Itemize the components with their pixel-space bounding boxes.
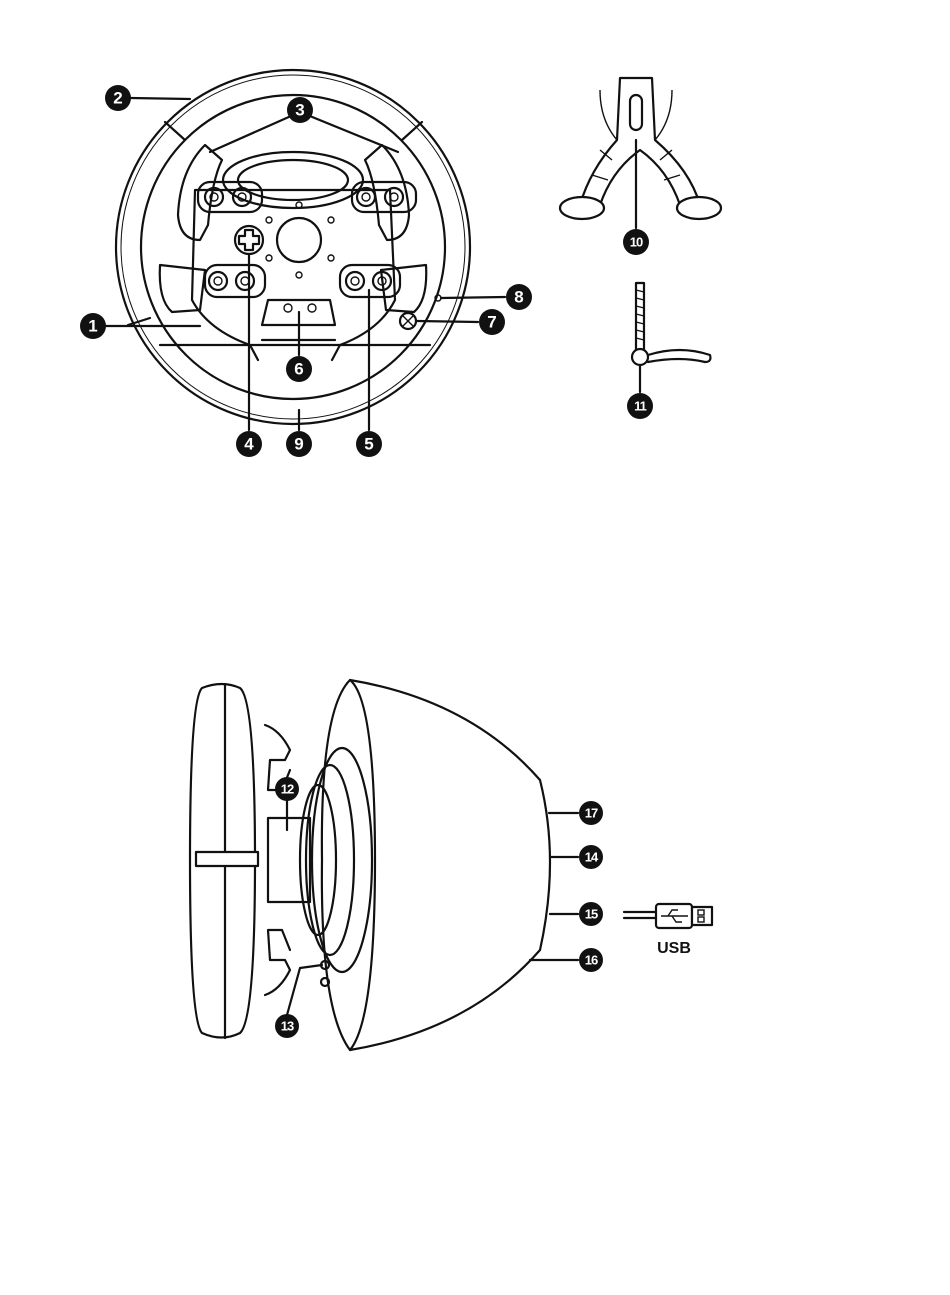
svg-text:4: 4 — [244, 435, 254, 454]
callout-7: 7 — [479, 309, 505, 335]
xbox-guide-icon — [400, 313, 416, 329]
screw-shaft — [636, 283, 644, 353]
svg-text:9: 9 — [294, 435, 303, 454]
callout-2: 2 — [105, 85, 131, 111]
clamp-foot-left — [560, 197, 604, 219]
callout-3: 3 — [287, 97, 313, 123]
callout-11: 11 — [627, 393, 653, 419]
wheel-rim-inner — [141, 95, 445, 399]
callout-4: 4 — [236, 431, 262, 457]
svg-text:1: 1 — [88, 317, 97, 336]
svg-text:16: 16 — [585, 953, 598, 968]
svg-text:10: 10 — [630, 235, 643, 250]
callout-13: 13 — [275, 1014, 299, 1038]
callout-5: 5 — [356, 431, 382, 457]
usb-label: USB — [657, 940, 691, 957]
callout-10: 10 — [623, 229, 649, 255]
callout-14: 14 — [579, 845, 603, 869]
callout-15: 15 — [579, 902, 603, 926]
clamp-foot-right — [677, 197, 721, 219]
wheel-side-view — [190, 680, 578, 1050]
callout-17: 17 — [579, 801, 603, 825]
dpad-icon — [235, 226, 263, 254]
table-clamp — [560, 78, 721, 228]
svg-text:7: 7 — [487, 313, 496, 332]
callout-16: 16 — [579, 948, 603, 972]
svg-text:14: 14 — [585, 850, 599, 865]
svg-text:2: 2 — [113, 89, 122, 108]
callout-8: 8 — [506, 284, 532, 310]
svg-text:11: 11 — [634, 399, 647, 414]
hub-plate — [192, 190, 395, 345]
svg-text:8: 8 — [514, 288, 523, 307]
svg-text:5: 5 — [364, 435, 373, 454]
svg-text:12: 12 — [281, 782, 294, 797]
svg-text:15: 15 — [585, 907, 598, 922]
callout-6: 6 — [286, 356, 312, 382]
left-paddle-lower — [160, 265, 205, 312]
callout-12: 12 — [275, 777, 299, 801]
svg-text:13: 13 — [281, 1019, 294, 1034]
quick-release-shaft — [268, 818, 310, 902]
svg-text:3: 3 — [295, 101, 304, 120]
callout-9: 9 — [286, 431, 312, 457]
hub-center — [277, 218, 321, 262]
svg-text:17: 17 — [585, 806, 598, 821]
usb-plug-icon — [624, 904, 712, 928]
svg-text:6: 6 — [294, 360, 303, 379]
callout-1: 1 — [80, 313, 106, 339]
left-paddle-upper — [178, 145, 222, 240]
wheel-base-body — [322, 680, 550, 1050]
clamp-screw — [632, 283, 710, 392]
